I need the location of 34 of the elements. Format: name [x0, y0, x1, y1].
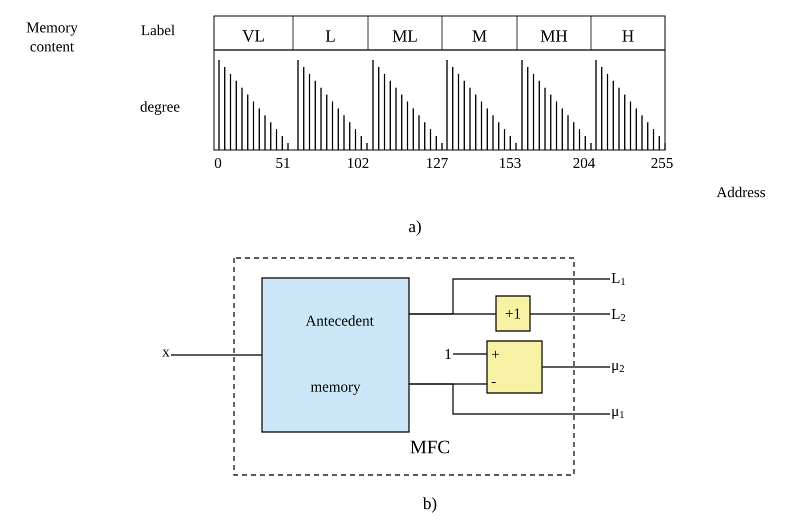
axis-title: degree — [140, 101, 180, 115]
row-title: Label — [141, 24, 175, 36]
increment-block: +1 — [495, 295, 531, 332]
connector-line — [170, 354, 262, 356]
memory-block: Antecedent memory — [261, 277, 410, 433]
tick-label: 127 — [427, 158, 448, 168]
signal-label: L$_{2}$ — [612, 309, 626, 321]
panel-caption: b) — [422, 497, 436, 513]
connector-line — [452, 353, 486, 355]
panel-caption: a) — [409, 220, 421, 236]
signal-label: μ$_{1}$ — [612, 408, 624, 420]
signal-label: L$_{1}$ — [612, 273, 625, 285]
connector-line — [410, 383, 610, 415]
axis-title: Address — [716, 186, 766, 198]
range-label: VL — [242, 30, 264, 42]
tick-label: 153 — [500, 158, 521, 168]
range-label: H — [622, 30, 634, 42]
tick-label: 0 — [214, 158, 222, 168]
range-label: L — [326, 30, 335, 42]
tick-label: 51 — [276, 158, 290, 168]
connector-line — [542, 366, 610, 368]
tick-label: 102 — [348, 158, 368, 168]
input-label: 1 — [446, 349, 451, 359]
connector-line — [410, 313, 496, 315]
range-label: ML — [392, 30, 417, 42]
range-label: M — [472, 30, 487, 42]
range-label: MH — [540, 30, 568, 42]
tick-label: 204 — [573, 158, 596, 168]
input-label: x — [162, 350, 170, 356]
connector-line — [530, 313, 610, 315]
subtractor-block: + - — [486, 340, 543, 394]
axis-title: Memory content — [26, 22, 78, 52]
tick-label: 255 — [651, 158, 673, 168]
signal-label: μ$_{2}$ — [612, 362, 624, 374]
